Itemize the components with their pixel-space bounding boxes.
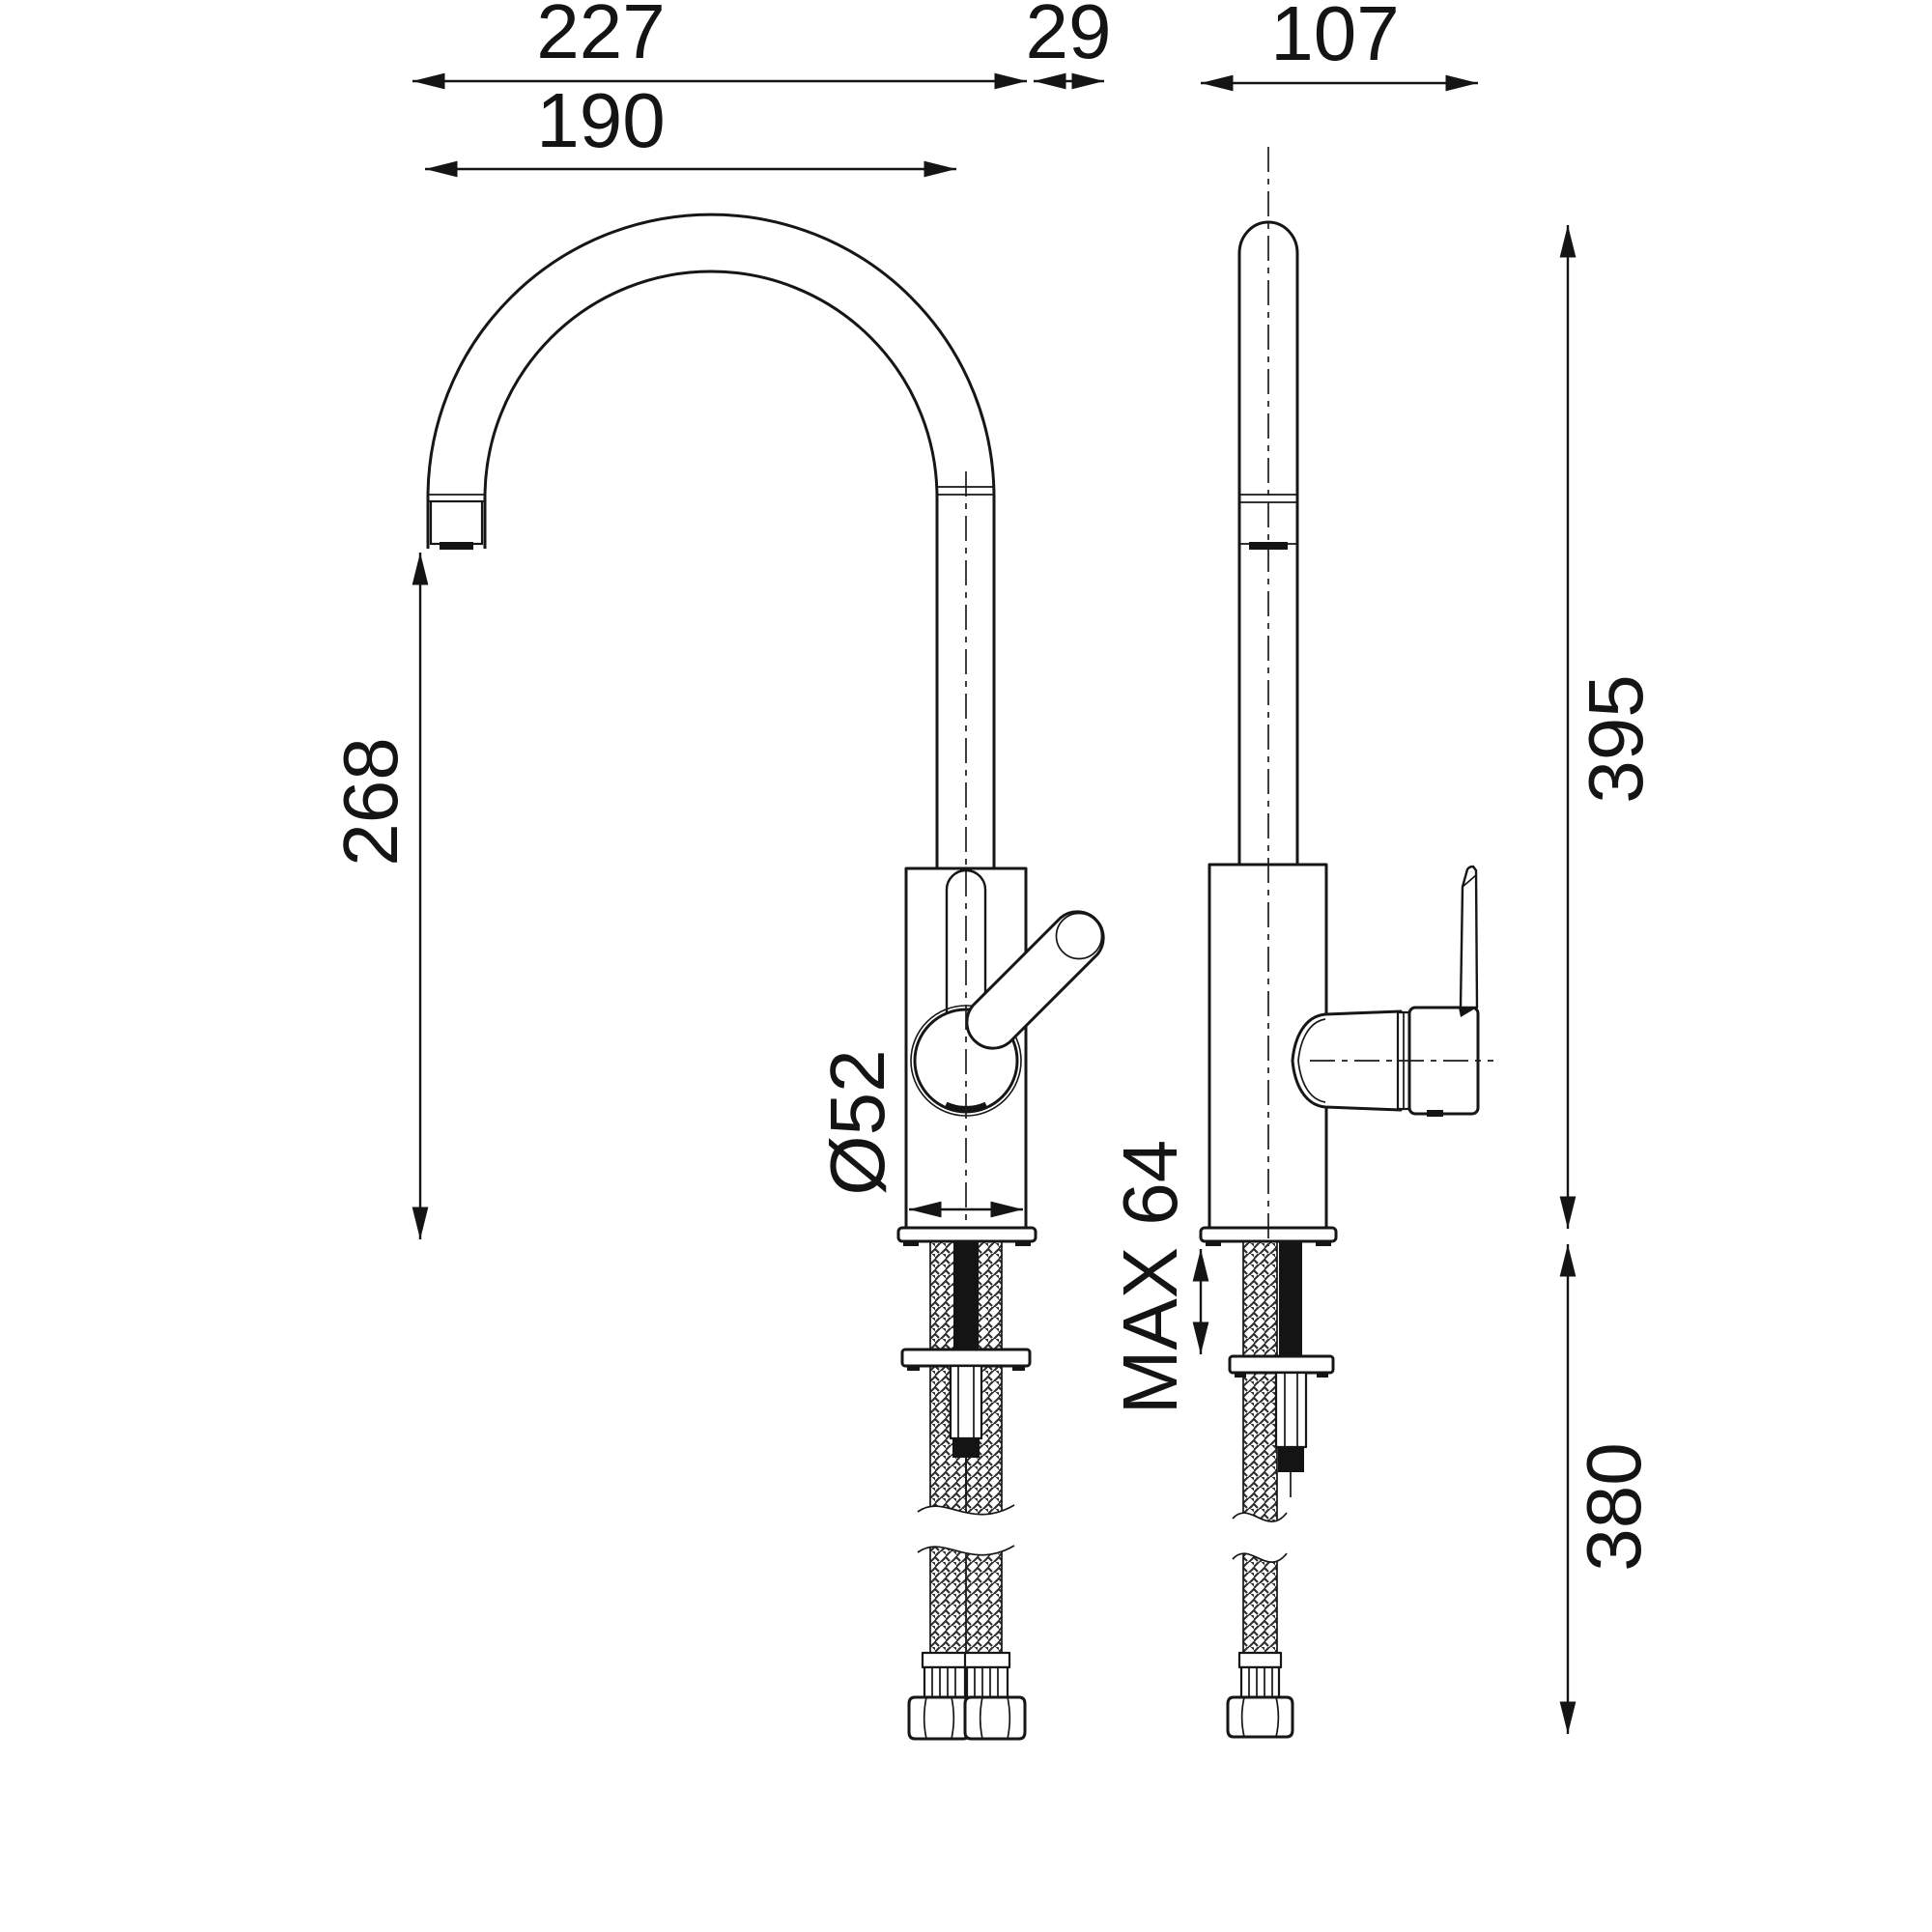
front-lever-knob (1055, 912, 1103, 960)
side-hex-nut (1226, 1695, 1294, 1739)
side-flange-foot-left (1206, 1241, 1221, 1246)
front-handle-pin-slot (945, 868, 987, 1016)
side-hose-collar (1237, 1651, 1283, 1669)
front-flange-foot-right (1015, 1241, 1031, 1246)
side-cartridge-setscrew (1427, 1110, 1443, 1117)
front-hex-nut-left (907, 1695, 971, 1741)
front-aerator-housing (429, 499, 484, 546)
side-aerator-outlet (1249, 542, 1288, 550)
side-threaded-stud (1279, 1241, 1302, 1356)
side-crimp-ribs (1248, 1667, 1273, 1697)
front-fixing-nut (949, 1364, 983, 1440)
side-lever-base-wedge (1459, 1008, 1475, 1017)
front-crimp-ribs (931, 1667, 999, 1697)
dimension-label-body-depth: 107 (1270, 0, 1399, 76)
front-hex-nut-right-facets (979, 1696, 1011, 1740)
front-plate-tab-right (1012, 1366, 1025, 1371)
dimension-label-spout-reach: 190 (536, 77, 665, 163)
front-hose-break-lower-edge (917, 1545, 1015, 1556)
front-base-flange (896, 1226, 1037, 1243)
side-lever-blade (1459, 865, 1479, 1009)
side-hose-braid (1243, 1241, 1277, 1654)
front-lever-handle (965, 910, 1105, 1050)
side-hose-break-lower-edge (1232, 1552, 1288, 1563)
dimension-label-base-diameter: Ø52 (814, 1049, 900, 1195)
front-aerator-outlet (440, 542, 473, 550)
front-hose-break-gap (918, 1505, 1014, 1555)
side-mounting-plate (1228, 1354, 1335, 1375)
dimension-label-hose-length: 380 (1571, 1442, 1657, 1571)
front-hose-crimp-right (965, 1665, 1009, 1699)
side-hose-break-gap (1233, 1513, 1287, 1563)
front-mounting-plate (900, 1348, 1032, 1368)
side-plate-tab-left (1235, 1373, 1246, 1378)
dimension-label-spout-height: 268 (327, 737, 413, 866)
side-stud-tip (1278, 1447, 1304, 1472)
dimensions: 227 190 29 107 268 395 380 Ø52 MAX 64 (327, 0, 1659, 1734)
dimension-label-max-counter-thickness: MAX 64 (1107, 1140, 1193, 1415)
front-plate-tab-left (907, 1366, 920, 1371)
dimension-label-spout-projection: 227 (536, 0, 665, 74)
front-hose-collar-left (921, 1651, 969, 1669)
front-threaded-stud (953, 1241, 979, 1350)
side-fixing-nut (1274, 1371, 1308, 1449)
side-lever-chamfer (1462, 874, 1477, 888)
dimension-label-total-height: 395 (1573, 674, 1659, 803)
front-supply-hoses (900, 1241, 1032, 1741)
side-hose-crimp (1239, 1665, 1281, 1699)
front-hex-nut-right (963, 1695, 1027, 1741)
side-hex-nut-facets (1240, 1696, 1280, 1738)
front-view (426, 213, 1105, 1741)
side-cone-inner-contour (1297, 1018, 1326, 1103)
side-spout-column (1237, 220, 1299, 865)
side-plate-tab-right (1317, 1373, 1328, 1378)
front-hose-crimp-left (923, 1665, 967, 1699)
front-spout-tube (426, 213, 996, 868)
front-hose-collar-right (963, 1651, 1011, 1669)
side-hose-break-upper-edge (1232, 1512, 1288, 1522)
side-view (1199, 147, 1493, 1739)
front-stud-tip (952, 1438, 980, 1458)
front-hex-nut-left-facets (923, 1696, 955, 1740)
front-flange-foot-left (903, 1241, 919, 1246)
side-supply-hose (1226, 1241, 1335, 1739)
front-hose-break-upper-edge (917, 1504, 1015, 1516)
dimension-label-handle-overhang: 29 (1026, 0, 1112, 74)
side-flange-foot-right (1316, 1241, 1331, 1246)
